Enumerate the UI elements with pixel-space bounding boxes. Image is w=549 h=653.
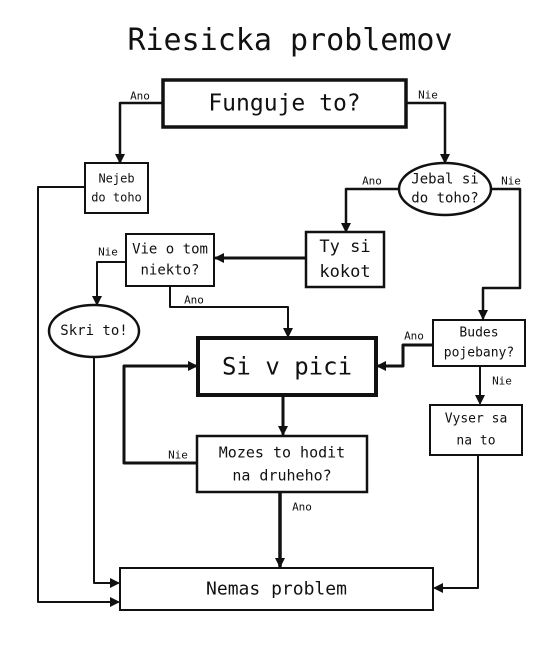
edge-label-funguje-nie: Nie [418, 89, 438, 102]
node-mozes-line-1: na druheho? [232, 467, 331, 485]
edges [37, 101, 522, 607]
edge-label-jebal-ano: Ano [362, 175, 382, 188]
edge-skri-nemas [93, 356, 120, 588]
node-vieotom-box [125, 233, 215, 287]
node-sivpici: Si v pici [196, 336, 378, 397]
chart-title: Riesicka problemov [127, 23, 452, 58]
node-jebal-line-0: Jebal si [411, 172, 478, 188]
node-nejeb: Nejeb do toho [84, 162, 149, 214]
node-budes-line-0: Budes [459, 326, 498, 341]
edge-vie-ano [169, 285, 293, 338]
node-mozes-box [195, 434, 369, 494]
edge-label-vie-ano: Ano [184, 294, 204, 307]
edge-jebal-ano [341, 187, 401, 233]
node-budes-box [432, 319, 526, 367]
nodes: Funguje to? Nejeb do toho Jebal si do toho? T… [47, 78, 526, 611]
node-vyser: Vyser sa na to [429, 404, 523, 456]
edge-label-budes-nie: Nie [492, 375, 512, 388]
edge-funguje-nie [404, 101, 450, 164]
edge-label-jebal-nie: Nie [501, 175, 521, 188]
node-vieotom-line-1: niekto? [140, 263, 199, 279]
edge-label-mozes-ano: Ano [292, 501, 312, 514]
edge-vie-nie [92, 261, 127, 306]
node-skri-line-0: Skri to! [60, 323, 127, 339]
node-budes-line-1: pojebany? [444, 346, 514, 361]
node-funguje-line-0: Funguje to? [208, 91, 360, 117]
node-nejeb-line-1: do toho [91, 191, 142, 205]
node-jebal: Jebal si do toho? [397, 161, 493, 217]
node-sivpici-box [196, 336, 378, 397]
edge-vyser-nemas [433, 454, 479, 593]
node-tysi-line-0: Ty si [319, 237, 370, 257]
node-vyser-line-0: Vyser sa [445, 412, 508, 427]
node-vieotom-line-0: Vie o tom [132, 242, 208, 258]
node-funguje: Funguje to? [161, 78, 408, 129]
edge-jebal-nie [478, 187, 522, 320]
node-nejeb-line-0: Nejeb [98, 172, 134, 186]
node-vyser-box [429, 404, 523, 456]
node-mozes-line-0: Mozes to hodit [219, 444, 345, 462]
edge-mozes-nie [122, 361, 199, 465]
node-jebal-box [397, 161, 493, 217]
node-nemas-line-0: Nemas problem [206, 579, 347, 600]
edge-nejeb-nemas [37, 186, 120, 607]
node-tysi-box [304, 230, 386, 289]
node-tysi: Ty si kokot [304, 230, 386, 289]
node-vieotom: Vie o tom niekto? [125, 233, 215, 287]
node-skri: Skri to! [47, 303, 141, 359]
node-nemas: Nemas problem [119, 567, 434, 611]
node-mozes: Mozes to hodit na druheho? [195, 434, 369, 494]
node-tysi-line-1: kokot [319, 262, 370, 282]
edge-label-budes-ano: Ano [404, 330, 424, 343]
node-skri-box [47, 303, 141, 359]
node-funguje-box [161, 78, 408, 129]
node-budes: Budes pojebany? [432, 319, 526, 367]
node-sivpici-line-0: Si v pici [222, 353, 352, 381]
edge-label-funguje-ano: Ano [130, 90, 150, 103]
node-jebal-line-1: do toho? [411, 191, 478, 207]
edge-label-mozes-nie: Nie [168, 449, 188, 462]
edge-label-vie-nie: Nie [98, 246, 118, 259]
edge-budes-ano [376, 343, 435, 371]
node-vyser-line-1: na to [456, 434, 495, 449]
edge-funguje-ano [115, 101, 165, 164]
node-nejeb-box [84, 162, 149, 214]
node-nemas-box [119, 567, 434, 611]
